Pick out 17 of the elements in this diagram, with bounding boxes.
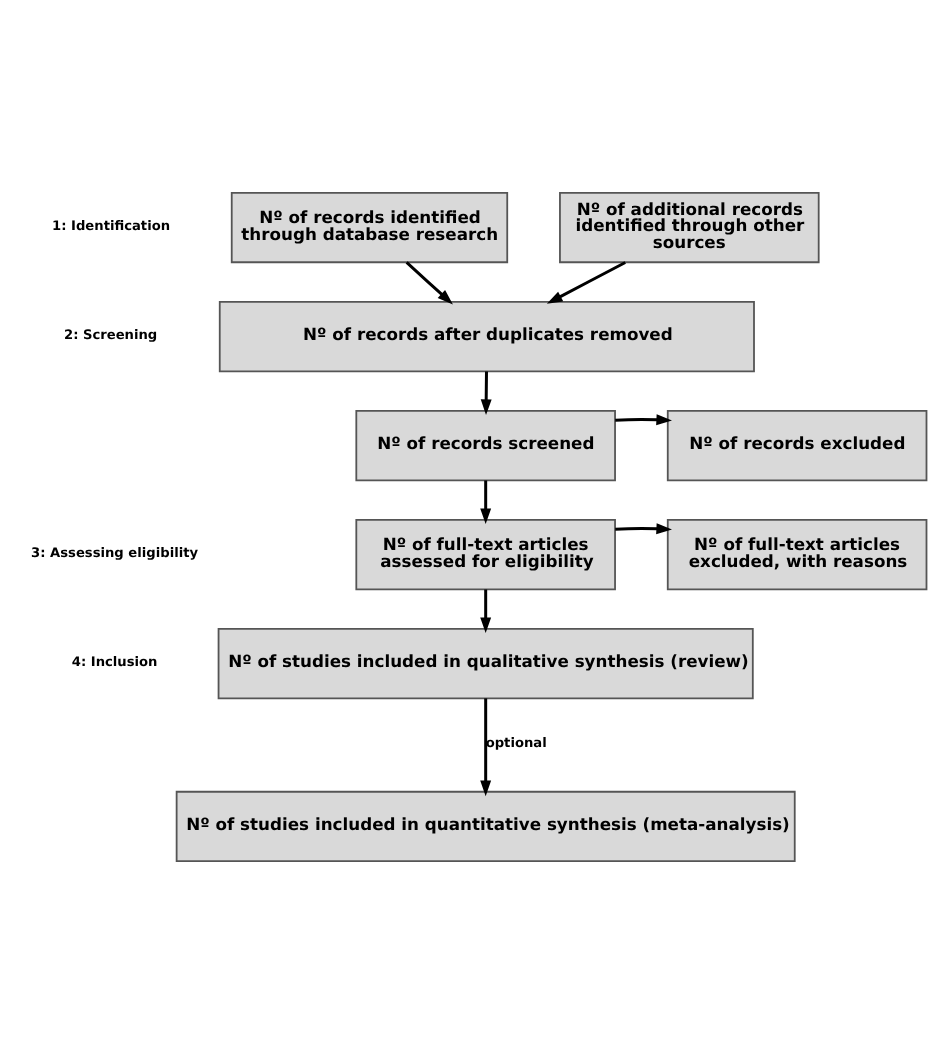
node-box: Nº of records screened <box>355 408 616 481</box>
arrow <box>405 260 453 304</box>
arrow <box>615 413 672 425</box>
node-box: Nº of records excluded <box>666 408 928 481</box>
node-box: Nº of records after duplicates removed <box>218 299 755 372</box>
arrow <box>615 522 672 534</box>
node-box: Nº of studies included in quantitative synthesis (meta-analysis) <box>175 789 796 862</box>
arrow <box>480 370 492 414</box>
node-box: Nº of studies included in qualitative synthesis (review) <box>217 626 754 699</box>
arrow <box>480 479 492 523</box>
node-box: Nº of full-text articles assessed for eligibility <box>355 517 616 590</box>
node-box: Nº of additional records identified through other sources <box>559 190 820 263</box>
node-box: Nº of records identified through database research <box>230 190 509 263</box>
arrow <box>546 260 626 303</box>
arrow <box>480 697 492 796</box>
node-box: Nº of full-text articles excluded, with reasons <box>666 517 928 590</box>
arrow <box>480 588 492 632</box>
